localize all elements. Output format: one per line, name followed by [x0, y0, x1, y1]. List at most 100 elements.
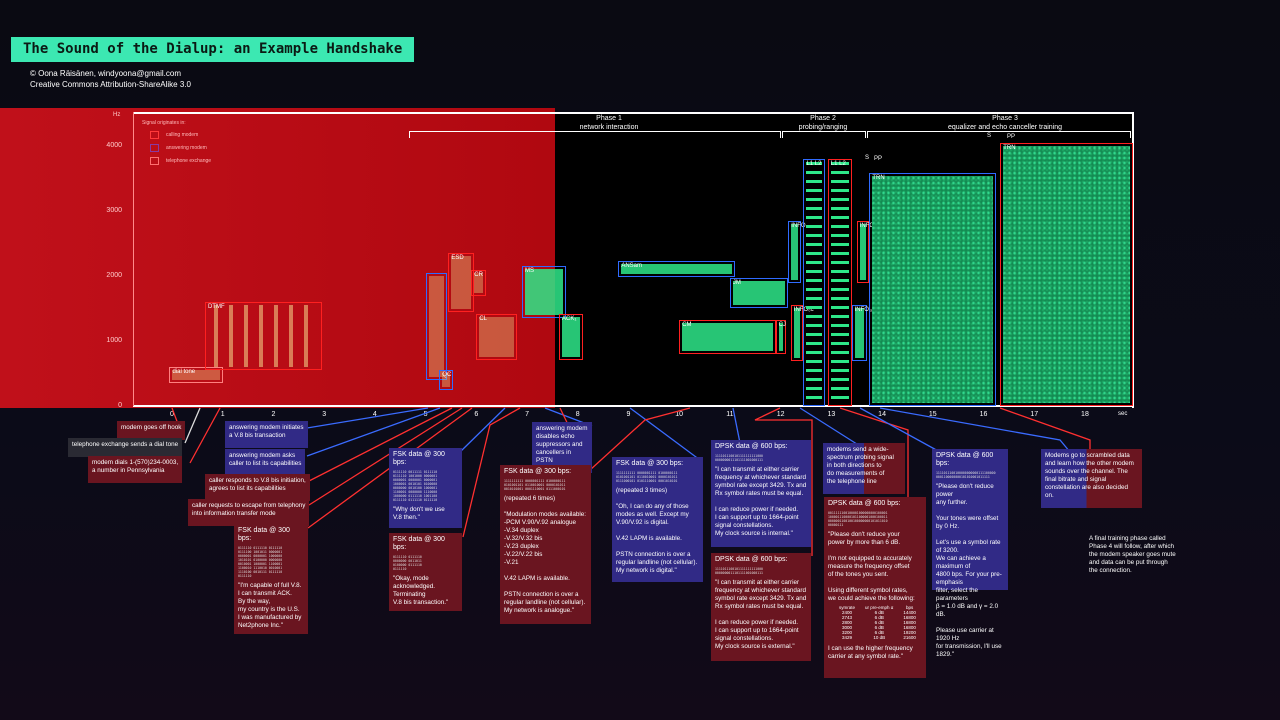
- page-title: The Sound of the Dialup: an Example Hand…: [11, 37, 415, 62]
- x-tick-label: 16: [979, 411, 988, 418]
- signal-label: CR: [474, 271, 483, 278]
- table-row: 3200 6 dB 19200: [834, 630, 921, 635]
- x-tick-label: 12: [776, 411, 785, 418]
- callout-echo: answering modem disables echo suppressor…: [532, 422, 592, 473]
- signal-l1-l2: L1 L2: [803, 159, 826, 406]
- signal-label: INFO₀ₐ: [791, 222, 811, 229]
- signal-jm: JM: [729, 277, 789, 309]
- table-cell: 10 dB: [873, 635, 886, 640]
- table-cell: 6 dB: [874, 625, 884, 630]
- legend-swatch-calling: [150, 131, 159, 139]
- table-cell: 6 dB: [874, 615, 884, 620]
- x-tick-label: 18: [1081, 411, 1089, 418]
- table-cell: 2800: [842, 620, 853, 625]
- signal-label: CM: [682, 322, 692, 329]
- signal-label: TRN: [872, 175, 885, 182]
- table-cell: 19200: [903, 630, 916, 635]
- y-tick-label: 1000: [106, 337, 122, 344]
- legend-swatch-answering: [150, 144, 159, 152]
- callout-final-phase: A final training phase called Phase 4 wi…: [1089, 535, 1176, 574]
- callout-v8bis-init: answering modem initiates a V.8 bis tran…: [225, 421, 308, 448]
- data-box-fsk: FSK data @ 300 bps:1111111111 0000001111…: [612, 457, 703, 582]
- table-cell: 6 dB: [874, 610, 884, 615]
- table-cell: 6 dB: [874, 630, 884, 635]
- signal-trn: TRN: [1000, 142, 1134, 406]
- table-cell: symrate: [839, 605, 856, 610]
- table-cell: 16800: [903, 620, 916, 625]
- signal-trn: TRN: [869, 173, 997, 406]
- x-tick-label: 13: [827, 411, 836, 418]
- signal-ansam: ANSam: [618, 261, 735, 278]
- x-tick-label: 11: [726, 411, 734, 418]
- table-row: 3000 6 dB 16800: [834, 625, 921, 630]
- signal-label: CJ: [778, 322, 786, 329]
- data-box-dpsk: DPSK data @ 600 bps:11110111001011111111…: [711, 440, 811, 547]
- y-tick-label: 2000: [106, 272, 122, 279]
- table-cell: 21600: [903, 635, 916, 640]
- callout-caller-escape: caller requests to escape from telephony…: [188, 499, 310, 526]
- x-tick-label: 7: [525, 411, 529, 418]
- legend-title: Signal originates in:: [142, 120, 186, 126]
- signal-segment: [425, 272, 447, 380]
- x-tick-label: 4: [372, 411, 377, 418]
- callout-scrambled: Modems go to scrambled data and learn ho…: [1041, 449, 1142, 508]
- legend-label: answering modem: [166, 145, 207, 151]
- signal-label: ANSam: [621, 263, 642, 270]
- signal-info-: INFO₁ₐ: [851, 305, 873, 361]
- signal-cl: CL: [476, 313, 517, 361]
- signal-label: DTMF: [207, 304, 225, 310]
- table-cell: 16800: [903, 625, 916, 630]
- table-cell: 3000: [842, 625, 853, 630]
- legend-label: telephone exchange: [166, 158, 212, 164]
- signal-label: MS: [524, 268, 534, 275]
- table-cell: 3429: [842, 635, 853, 640]
- signal-label: dial tone: [172, 369, 196, 375]
- x-tick-label: 2: [271, 411, 276, 418]
- table-cell: 16800: [903, 615, 916, 620]
- data-box-fsk: FSK data @ 300 bps:1111111111 0000001111…: [500, 465, 591, 624]
- data-box-dpsk: DPSK data @ 600 bps:11110111001000000000…: [932, 449, 1008, 658]
- callout-caller-responds: caller responds to V.8 bis initiation, a…: [205, 474, 310, 501]
- signal-label: CL: [479, 315, 487, 322]
- table-cell: 2400: [842, 610, 853, 615]
- marker-pp: PP: [1007, 134, 1016, 140]
- phase3-bracket: [867, 131, 1131, 138]
- signal-dtmf: DTMF: [204, 302, 322, 371]
- y-tick-label: 4000: [106, 142, 122, 149]
- legend-swatch-exchange: [150, 157, 159, 165]
- signal-esd: ESD: [448, 253, 474, 312]
- signal-label: INFO₁ₐ: [854, 307, 874, 314]
- x-tick-label: 8: [575, 411, 580, 418]
- x-tick-label: 0: [170, 411, 174, 418]
- x-tick-label: 9: [626, 411, 631, 418]
- signal-label: QC: [442, 372, 452, 379]
- marker-s: S: [987, 133, 992, 139]
- x-tick-label: 17: [1030, 411, 1039, 418]
- table-cell: 14400: [903, 610, 916, 615]
- table-row: 3429 10 dB 21600: [834, 635, 921, 640]
- y-unit: Hz: [113, 112, 121, 118]
- legend-label: calling modem: [166, 132, 199, 138]
- callout-v8bis-list: answering modem asks caller to list its …: [225, 449, 306, 476]
- time-axis: [133, 405, 1132, 407]
- y-tick-label: 0: [118, 402, 122, 409]
- data-box-fsk: FSK data @ 300 bps:0111110 0111110 00000…: [389, 533, 462, 611]
- callout-dial-tone: telephone exchange sends a dial tone: [68, 438, 183, 457]
- table-cell: 3200: [842, 630, 853, 635]
- table-row: 2400 6 dB 14400: [834, 610, 921, 615]
- signal-l1-l2: L1 L2: [827, 159, 852, 406]
- data-box-dpsk: DPSK data @ 600 bps:00111111001000010000…: [824, 497, 926, 678]
- credit-author: © Oona Räisänen, windyoona@gmail.com: [30, 69, 181, 78]
- signal-label: ACK₁: [561, 315, 577, 322]
- frequency-axis: [133, 112, 134, 406]
- signal-label: JM: [732, 279, 741, 286]
- data-box-dpsk: DPSK data @ 600 bps:11110111001011111111…: [711, 553, 811, 661]
